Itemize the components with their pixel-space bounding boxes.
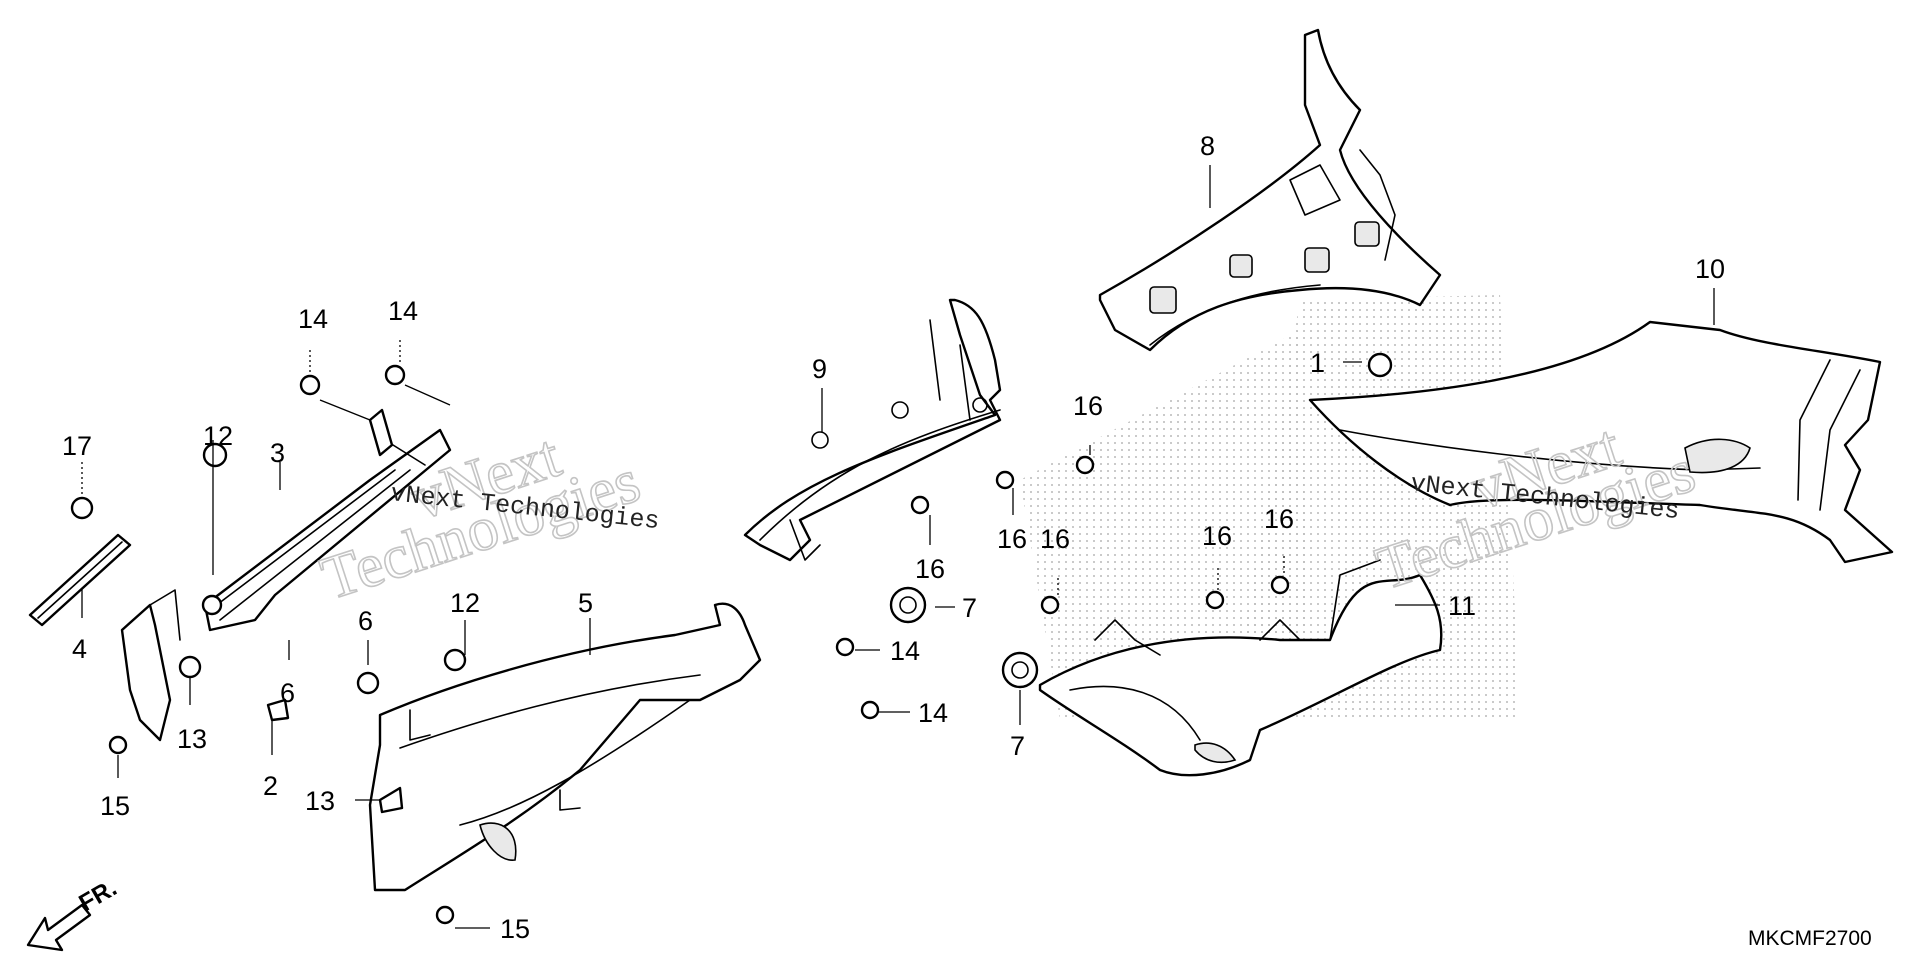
- callout-13a: 13: [177, 724, 207, 754]
- callout-6b: 6: [358, 606, 373, 636]
- callout-16a: 16: [915, 554, 945, 584]
- callout-13b: 13: [305, 786, 335, 816]
- callout-17: 17: [62, 431, 92, 461]
- callout-2: 2: [263, 771, 278, 801]
- callout-14c: 14: [890, 636, 920, 666]
- callout-labels: 17 12 3 14 14 4 6 2 13 15 6 12 5 13 15 1…: [62, 131, 1725, 944]
- leader-lines: [81, 165, 1715, 929]
- callout-12b: 12: [450, 588, 480, 618]
- part-10-side-cover: [1308, 320, 1894, 564]
- part-3-frame-rail: [203, 408, 452, 632]
- callout-14a: 14: [298, 304, 328, 334]
- part-11-lower-cover: [1038, 559, 1443, 777]
- callout-16c: 16: [1073, 391, 1103, 421]
- part-5-lower-cover: [368, 602, 762, 892]
- callout-10: 10: [1695, 254, 1725, 284]
- callout-14d: 14: [918, 698, 948, 728]
- part-4-strip: [28, 533, 132, 627]
- diagram-code: MKCMF2700: [1748, 927, 1872, 950]
- callout-12a: 12: [203, 421, 233, 451]
- fasteners: [70, 352, 1393, 925]
- callout-15a: 15: [100, 791, 130, 821]
- callout-4: 4: [72, 634, 87, 664]
- callout-3: 3: [270, 438, 285, 468]
- callout-1: 1: [1310, 348, 1325, 378]
- part-8-upper-cover: [1098, 28, 1442, 352]
- callout-16e: 16: [1202, 521, 1232, 551]
- callout-7a: 7: [962, 593, 977, 623]
- callout-5: 5: [578, 588, 593, 618]
- callout-11: 11: [1448, 591, 1476, 621]
- arrow-left-icon: [26, 903, 92, 952]
- callout-8: 8: [1200, 131, 1215, 161]
- left-bracket: [120, 589, 181, 742]
- callout-16d: 16: [1040, 524, 1070, 554]
- callout-9: 9: [812, 354, 827, 384]
- callout-14b: 14: [388, 296, 418, 326]
- callout-6a: 6: [280, 678, 295, 708]
- callout-15b: 15: [500, 914, 530, 944]
- callout-7b: 7: [1010, 731, 1025, 761]
- part-9-bracket: [743, 298, 1002, 562]
- front-direction-indicator: FR.: [26, 874, 121, 952]
- dotted-area-middle: [1020, 330, 1310, 720]
- callout-16f: 16: [1264, 504, 1294, 534]
- callout-16b: 16: [997, 524, 1027, 554]
